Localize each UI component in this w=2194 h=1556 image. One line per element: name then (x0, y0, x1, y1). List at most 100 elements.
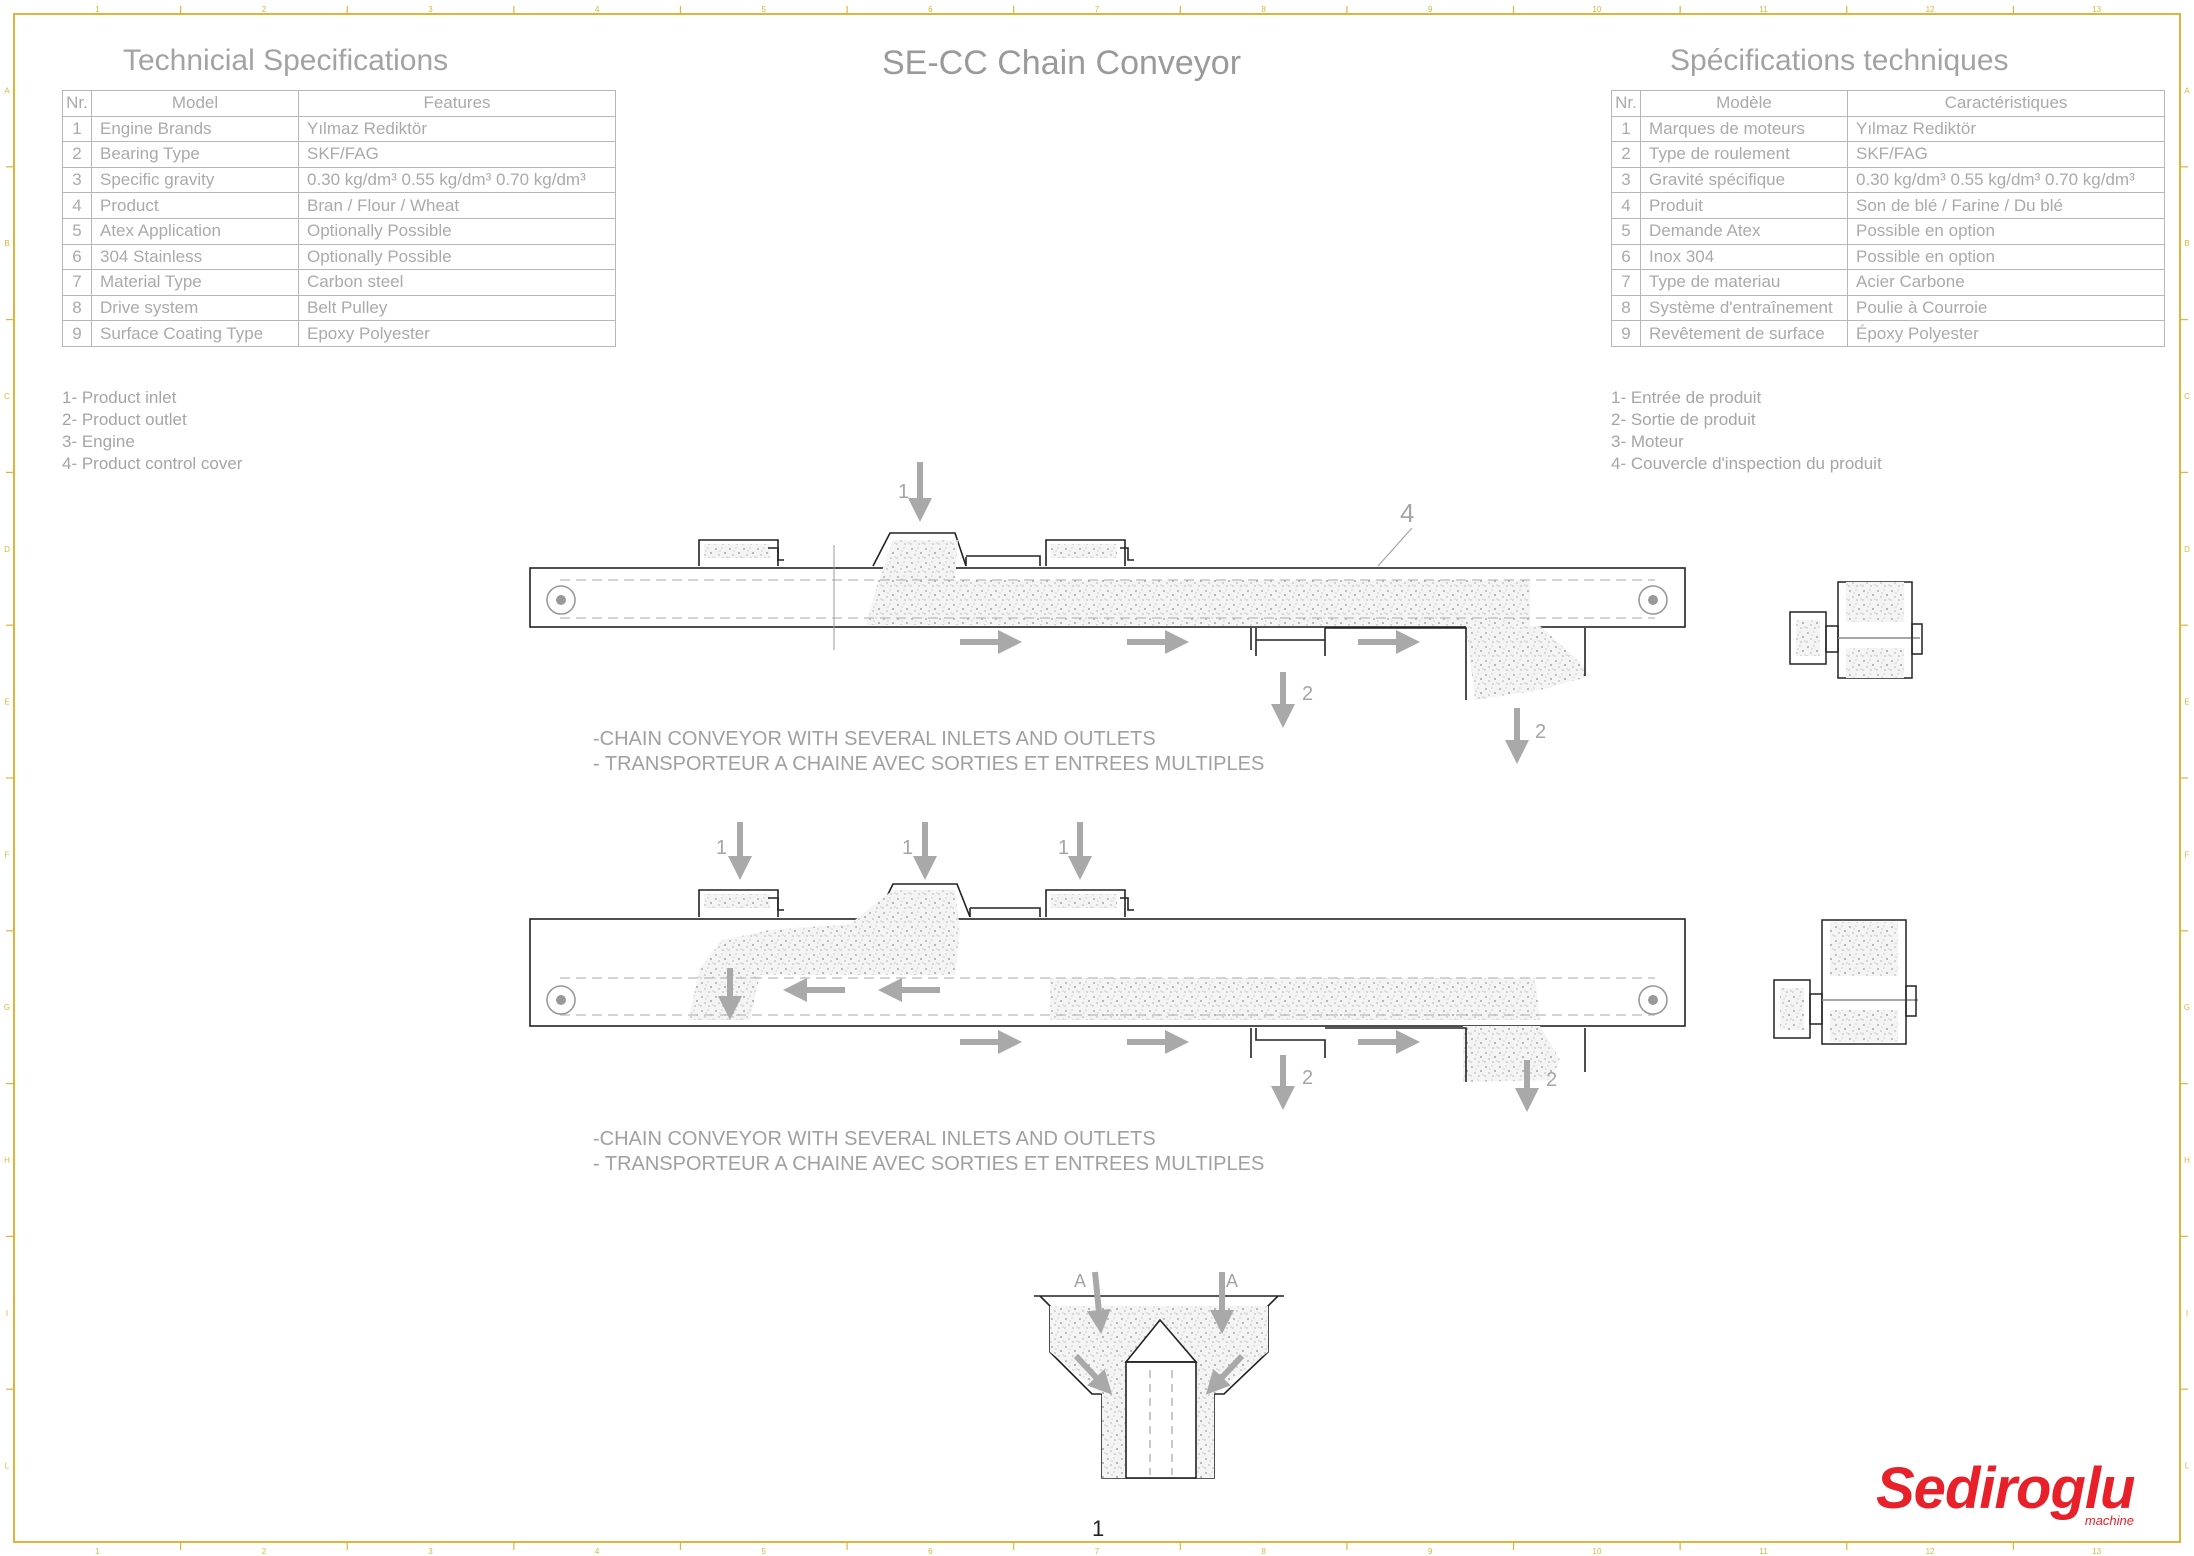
flow-arrows-bottom (718, 822, 1539, 1112)
frame-col-label: 3 (428, 1547, 433, 1556)
spec-en-cell-nr: 3 (62, 166, 92, 194)
spec-fr-cell-model: Type de materiau (1640, 269, 1848, 296)
caption-top-line1: -CHAIN CONVEYOR WITH SEVERAL INLETS AND … (593, 728, 1156, 750)
spec-fr-cell-feature: 0.30 kg/dm³ 0.55 kg/dm³ 0.70 kg/dm³ (1847, 166, 2165, 194)
outlet-1 (1250, 627, 1586, 700)
spec-fr-cell-nr: 9 (1611, 320, 1641, 347)
frame-row-label: A (2184, 86, 2190, 95)
frame-col-label: 6 (928, 1547, 933, 1556)
spec-en-col-features: Features (298, 90, 616, 117)
frame-row-label: D (4, 545, 10, 554)
frame-row-label: D (2184, 545, 2190, 554)
frame-col-label: 7 (1095, 5, 1100, 14)
flow-arrows-section (1073, 1271, 1245, 1395)
brand-logo: Sediroglu machine (1876, 1455, 2156, 1528)
callout-inlet: 1 (902, 837, 913, 859)
spec-en-cell-model: Surface Coating Type (91, 320, 299, 347)
frame-col-label: 11 (1759, 5, 1768, 14)
frame-row-label: E (2184, 698, 2189, 707)
spec-fr-col-nr: Nr. (1611, 90, 1641, 117)
frame-col-label: 8 (1261, 5, 1266, 14)
frame-col-label: 10 (1592, 5, 1601, 14)
frame-col-label: 13 (2092, 1547, 2101, 1556)
callout-inlet: 1 (898, 481, 909, 503)
spec-en-cell-model: Material Type (91, 269, 299, 296)
frame-col-label: 4 (595, 1547, 600, 1556)
frame-col-label: 3 (428, 5, 433, 14)
brand-logo-sub: machine (2084, 1513, 2134, 1528)
spec-en-cell-model: 304 Stainless (91, 243, 299, 271)
spec-en-heading: Technicial Specifications (123, 44, 449, 77)
frame-col-label: 10 (1592, 1547, 1601, 1556)
spec-en-cell-feature: Carbon steel (298, 269, 616, 296)
inlet-hopper (872, 532, 967, 567)
caption-top-line2: - TRANSPORTEUR A CHAINE AVEC SORTIES ET … (593, 753, 1265, 775)
callout-outlet: 2 (1302, 683, 1313, 705)
flow-arrows-top (908, 462, 1529, 764)
spec-fr-cell-model: Marques de moteurs (1640, 115, 1848, 143)
spec-en-cell-nr: 4 (62, 192, 92, 219)
cross-section (1034, 1295, 1284, 1479)
spec-fr-cell-model: Revêtement de surface (1640, 320, 1848, 347)
frame-col-label: 6 (928, 5, 933, 14)
frame-row-label: H (4, 1156, 10, 1165)
caption-bottom-line2: - TRANSPORTEUR A CHAINE AVEC SORTIES ET … (593, 1153, 1265, 1175)
cover-fill (704, 544, 770, 558)
spec-en-cell-feature: Bran / Flour / Wheat (298, 192, 616, 219)
frame-col-label: 5 (762, 5, 767, 14)
spec-en-cell-nr: 9 (62, 320, 92, 347)
legend-en-item: 1- Product inlet (62, 388, 177, 407)
frame-col-label: 12 (1926, 5, 1935, 14)
frame-row-label: A (4, 86, 10, 95)
caption-bottom-line1: -CHAIN CONVEYOR WITH SEVERAL INLETS AND … (593, 1128, 1156, 1150)
frame-row-label: I (2186, 1309, 2188, 1318)
frame-row-label: C (4, 392, 10, 401)
spec-en-cell-nr: 8 (62, 294, 92, 322)
callout-outlet: 2 (1302, 1067, 1313, 1089)
spec-fr-cell-nr: 5 (1611, 217, 1641, 245)
spec-en-cell-nr: 6 (62, 243, 92, 271)
frame-col-label: 7 (1095, 1547, 1100, 1556)
conveyor-top (529, 532, 1686, 700)
frame-col-label: 1 (95, 1547, 100, 1556)
end-view-bottom (1773, 919, 1918, 1045)
legend-fr-item: 1- Entrée de produit (1611, 388, 1762, 407)
frame-row-label: L (2185, 1462, 2190, 1471)
legend-fr: 1- Entrée de produit 2- Sortie de produi… (1611, 387, 1882, 475)
frame-col-label: 9 (1428, 1547, 1433, 1556)
spec-en-cell-nr: 5 (62, 217, 92, 245)
frame-row-label: F (2185, 850, 2190, 859)
spec-fr-cell-nr: 8 (1611, 294, 1641, 322)
spec-fr-cell-model: Type de roulement (1640, 141, 1848, 168)
spec-fr-cell-feature: Époxy Polyester (1847, 320, 2165, 347)
callout-inlet: 1 (716, 837, 727, 859)
legend-fr-item: 4- Couvercle d'inspection du produit (1611, 454, 1882, 473)
frame-row-label: C (2184, 392, 2190, 401)
frame-col-label: 5 (762, 1547, 767, 1556)
callout-inlet: 1 (1058, 837, 1069, 859)
spec-fr-cell-feature: Yılmaz Rediktör (1847, 115, 2165, 143)
callout-cover: 4 (1400, 498, 1414, 528)
spec-en-cell-model: Bearing Type (91, 141, 299, 168)
spec-en-cell-feature: Yılmaz Rediktör (298, 115, 616, 143)
section-label-a: A (1226, 1271, 1238, 1291)
frame-row-label: G (4, 1003, 10, 1012)
legend-en: 1- Product inlet 2- Product outlet 3- En… (62, 387, 242, 475)
spec-en-cell-model: Atex Application (91, 217, 299, 245)
spec-fr-cell-feature: SKF/FAG (1847, 141, 2165, 168)
frame-row-label: B (2184, 239, 2189, 248)
